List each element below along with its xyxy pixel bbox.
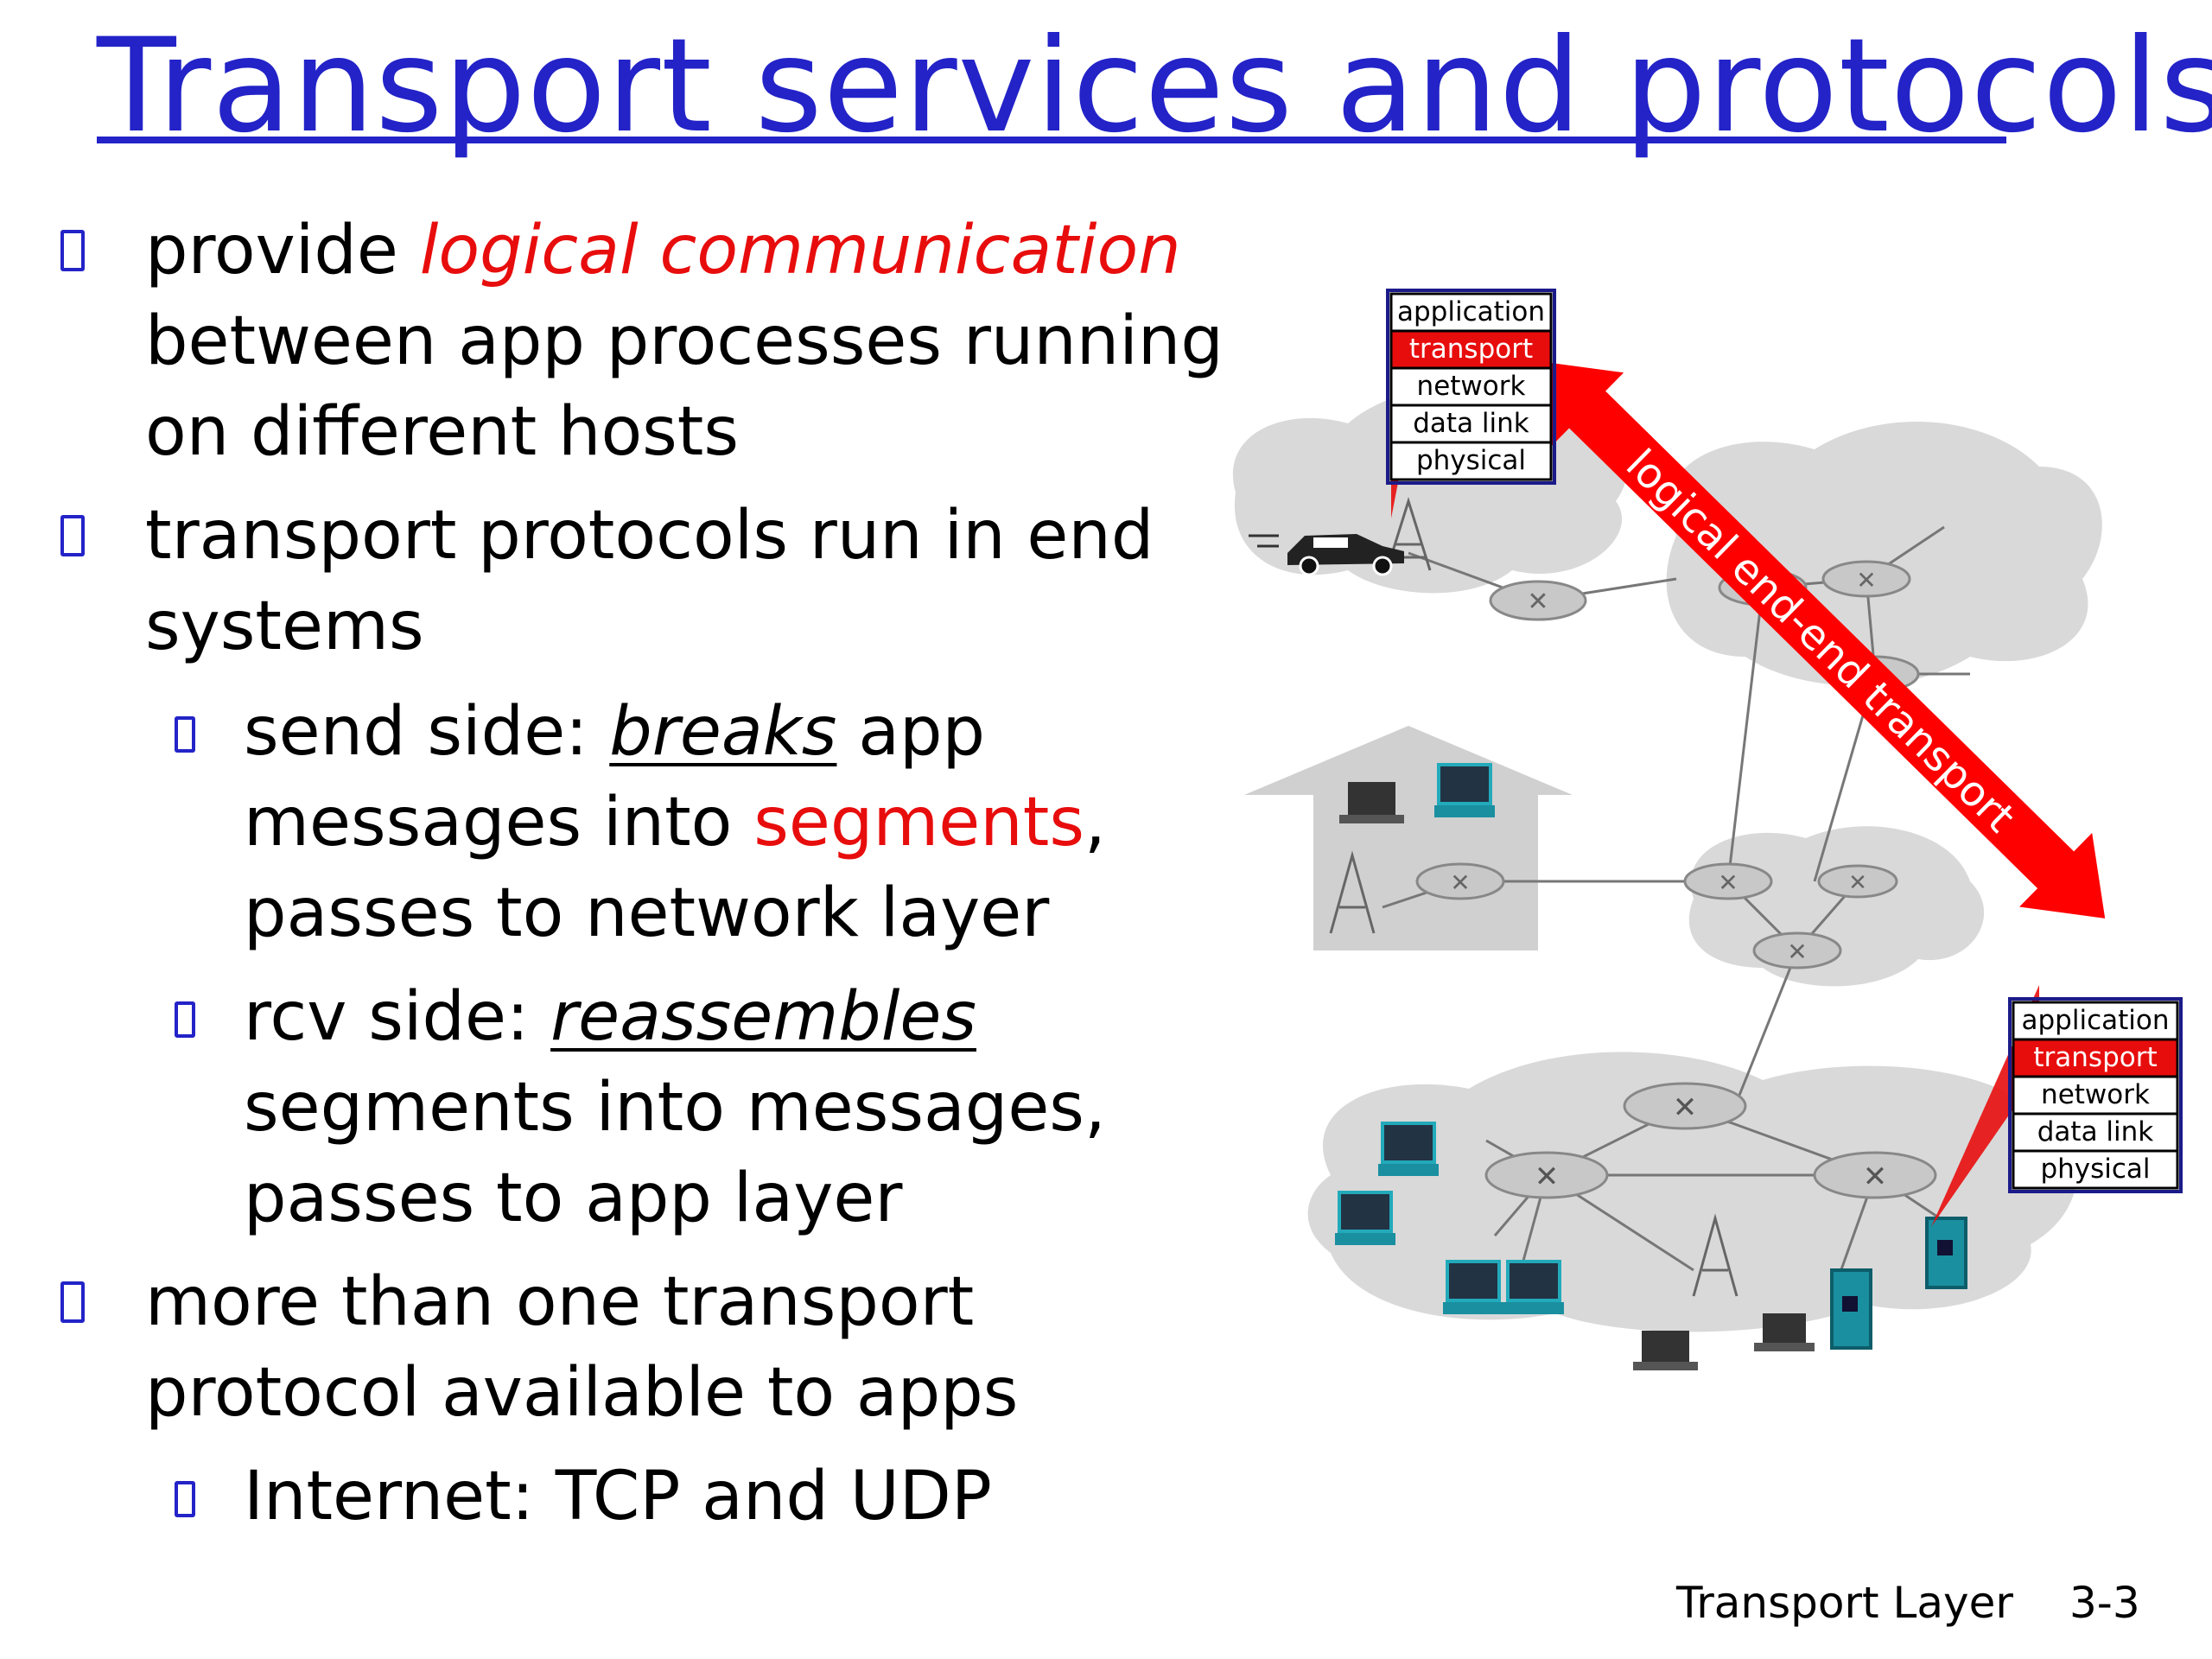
- stack-layer-network: network: [2012, 1075, 2179, 1116]
- bullet-marker: [60, 1281, 85, 1323]
- desktop-icon: [1335, 1191, 1395, 1245]
- svg-text:network: network: [2041, 1079, 2150, 1110]
- sub-1-pre: send side:: [244, 693, 610, 771]
- sub-3-line-1: Internet: TCP and UDP: [244, 1458, 992, 1535]
- bullet-3-line-1: more than one transport: [145, 1263, 975, 1341]
- svg-text:network: network: [1417, 371, 1526, 402]
- sub-bullet-1-text: send side: breaks app messages into segm…: [244, 687, 1106, 959]
- desktop-icon: [1443, 1260, 1503, 1314]
- laptop-icon: [1754, 1313, 1815, 1351]
- svg-text:✕: ✕: [1535, 1160, 1560, 1194]
- bullet-1-text: provide logical communication between ap…: [145, 206, 1224, 478]
- server-icon: [1830, 1268, 1872, 1350]
- bullet-1-line-2: between app processes running: [145, 302, 1224, 380]
- svg-text:data link: data link: [1413, 408, 1529, 439]
- svg-text:transport: transport: [2033, 1042, 2157, 1073]
- laptop-icon: [1633, 1331, 1698, 1370]
- router-icon: ✕: [1813, 1151, 1937, 1199]
- sub-bullet-marker: [175, 716, 195, 753]
- bullet-2-text: transport protocols run in end systems: [145, 491, 1154, 672]
- svg-text:✕: ✕: [1527, 587, 1548, 617]
- server-icon: [1925, 1217, 1967, 1289]
- protocol-stack-top: application transport network data link phys…: [1386, 289, 1556, 485]
- svg-text:✕: ✕: [1863, 1160, 1888, 1194]
- wireless-tower-icon: [1329, 850, 1376, 934]
- router-icon: ✕: [1817, 864, 1898, 899]
- svg-text:✕: ✕: [1718, 868, 1738, 897]
- footer-page-number: 3-3: [2069, 1578, 2140, 1628]
- sub-bullet-2-text: rcv side: reassembles segments into mess…: [244, 972, 1106, 1244]
- sub-bullet-marker: [175, 1481, 195, 1517]
- stack-layer-physical: physical: [1389, 441, 1553, 481]
- router-icon: ✕: [1415, 862, 1505, 900]
- router-icon: ✕: [1489, 580, 1587, 621]
- slide-title: Transport services and protocols: [97, 11, 2212, 162]
- bullet-1-highlight: logical communication: [419, 212, 1181, 289]
- sub-1-line-3: passes to network layer: [244, 874, 1050, 952]
- sub-bullet-3-text: Internet: TCP and UDP: [244, 1452, 992, 1542]
- stack-layer-data-link: data link: [1389, 404, 1553, 444]
- network-diagram: ✕ ✕ ✕ ✕ ✕ ✕ ✕ ✕ ✕ ✕ ✕: [1232, 289, 2183, 1370]
- svg-text:physical: physical: [1416, 445, 1526, 476]
- footer-section-title: Transport Layer: [1676, 1578, 2013, 1628]
- router-icon: ✕: [1752, 931, 1842, 969]
- desktop-icon: [1434, 763, 1495, 817]
- svg-text:application: application: [1397, 296, 1545, 327]
- svg-text:physical: physical: [2040, 1154, 2150, 1185]
- router-icon: ✕: [1484, 1151, 1609, 1199]
- svg-text:✕: ✕: [1450, 868, 1470, 897]
- sub-1-post: app: [836, 693, 986, 771]
- sub-2-emph: reassembles: [550, 978, 976, 1056]
- svg-text:✕: ✕: [1856, 566, 1876, 594]
- stack-layer-application: application: [1389, 292, 1553, 333]
- sub-1-emph: breaks: [609, 693, 837, 771]
- sub-bullet-marker: [175, 1001, 195, 1038]
- sub-2-pre: rcv side:: [244, 978, 551, 1056]
- bullet-3-text: more than one transport protocol availab…: [145, 1257, 1018, 1439]
- stack-layer-physical: physical: [2012, 1149, 2179, 1190]
- home-network-house: [1244, 726, 1573, 950]
- laptop-icon: [1339, 782, 1404, 823]
- svg-text:data link: data link: [2037, 1116, 2154, 1147]
- svg-text:✕: ✕: [1787, 938, 1807, 966]
- sub-1-l2-post: ,: [1084, 784, 1106, 861]
- sub-2-line-2: segments into messages,: [244, 1069, 1106, 1147]
- stack-layer-transport: transport: [2012, 1038, 2179, 1078]
- svg-text:✕: ✕: [1673, 1090, 1698, 1125]
- sub-1-l2-red: segments: [753, 784, 1084, 861]
- wireless-tower-icon: [1692, 1213, 1738, 1297]
- stack-layer-application: application: [2012, 1001, 2179, 1041]
- svg-text:✕: ✕: [1848, 870, 1867, 896]
- bullet-2-line-2: systems: [145, 588, 424, 665]
- title-underline: [97, 137, 2006, 143]
- desktop-icon: [1503, 1260, 1564, 1314]
- desktop-icon: [1378, 1122, 1439, 1176]
- bullet-1-line-3: on different hosts: [145, 393, 740, 471]
- stack-layer-transport: transport: [1389, 329, 1553, 370]
- bullet-3-line-2: protocol available to apps: [145, 1354, 1019, 1432]
- protocol-stack-bottom: application transport network data link phys…: [2008, 997, 2183, 1193]
- stack-layer-data-link: data link: [2012, 1112, 2179, 1153]
- router-icon: ✕: [1683, 862, 1773, 900]
- bullet-2-line-1: transport protocols run in end: [145, 497, 1154, 575]
- sub-1-l2-pre: messages into: [244, 784, 754, 861]
- svg-text:transport: transport: [1409, 334, 1533, 365]
- sub-2-line-3: passes to app layer: [244, 1160, 903, 1237]
- car-icon: [1249, 534, 1404, 576]
- svg-text:application: application: [2022, 1005, 2170, 1036]
- bullet-1-plain: provide: [145, 212, 420, 289]
- bullet-marker: [60, 230, 85, 271]
- router-icon: ✕: [1821, 560, 1911, 598]
- stack-layer-network: network: [1389, 366, 1553, 407]
- bullet-marker: [60, 515, 85, 556]
- router-icon: ✕: [1623, 1082, 1747, 1130]
